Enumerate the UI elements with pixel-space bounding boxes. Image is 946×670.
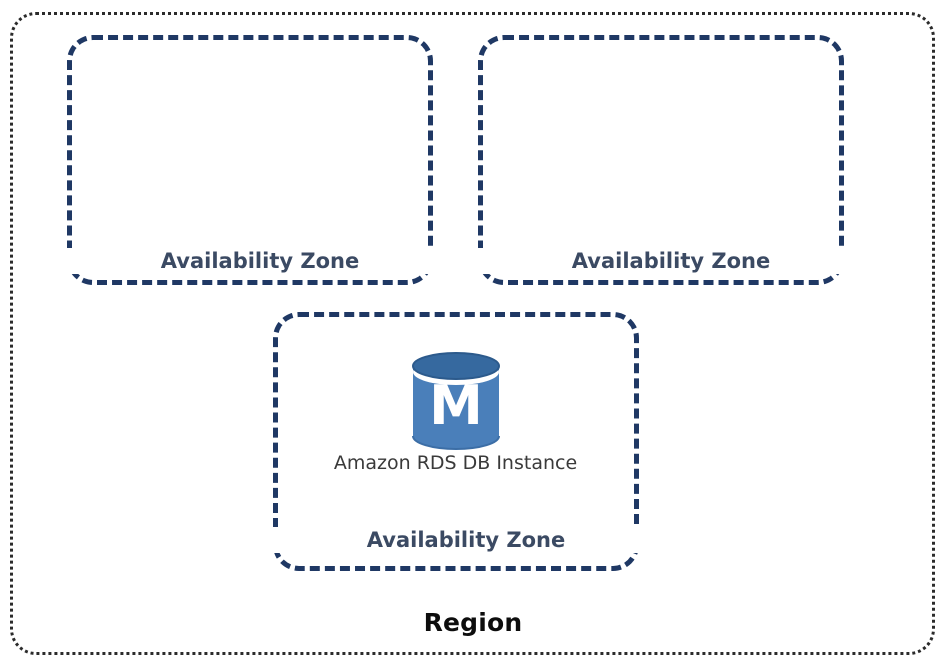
availability-zone-box-top-left — [67, 35, 433, 285]
availability-zone-box-top-right — [478, 35, 844, 285]
svg-text:M: M — [429, 374, 483, 437]
region-boundary — [10, 12, 935, 655]
availability-zone-label-bottom: Availability Zone — [273, 527, 659, 553]
region-label: Region — [423, 608, 523, 637]
amazon-rds-db-instance-caption: Amazon RDS DB Instance — [333, 452, 578, 474]
availability-zone-label-top-right: Availability Zone — [478, 248, 864, 274]
database-cylinder-icon: M — [410, 352, 502, 450]
availability-zone-box-bottom — [273, 312, 639, 571]
amazon-rds-db-instance-node[interactable]: M Amazon RDS DB Instance — [313, 352, 598, 477]
availability-zone-label-top-left: Availability Zone — [67, 248, 453, 274]
